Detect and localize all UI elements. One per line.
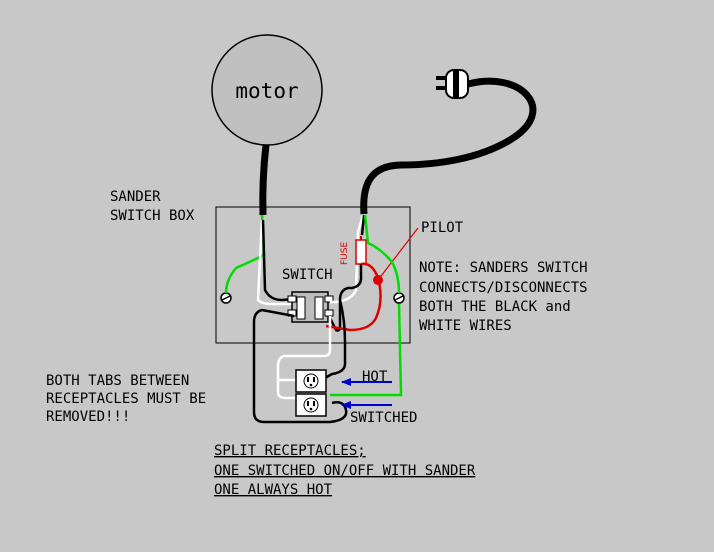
- pilot-wire: [325, 262, 382, 332]
- switch-box: [215, 206, 411, 344]
- receptacle-bottom-icon: [295, 393, 327, 417]
- switched-label: SWITCHED: [350, 410, 417, 426]
- ground-screw-left-icon: [220, 292, 232, 304]
- plug-icon: [436, 69, 469, 99]
- motor-label: motor: [235, 79, 298, 103]
- motor-white-wire: [256, 219, 294, 306]
- motor-circle: [211, 34, 323, 146]
- note-block: NOTE: SANDERS SWITCH CONNECTS/DISCONNECT…: [419, 260, 588, 334]
- switched-black-wire: [328, 264, 363, 332]
- tabs-line: BOTH TABS BETWEEN: [46, 373, 189, 389]
- split-line: ONE ALWAYS HOT: [214, 482, 333, 498]
- pilot-leader-line: [377, 227, 419, 281]
- supply-black-wire: [360, 214, 366, 236]
- switch-icon: [287, 291, 334, 323]
- motor-cord: [259, 144, 270, 216]
- split-line: SPLIT RECEPTACLES;: [214, 443, 366, 459]
- tabs-warning: BOTH TABS BETWEEN RECEPTACLES MUST BE RE…: [46, 373, 206, 425]
- ground-screw-right-icon: [393, 292, 405, 304]
- receptacle-top-icon: [295, 369, 327, 393]
- fuse-icon: [355, 236, 367, 265]
- split-line: ONE SWITCHED ON/OFF WITH SANDER: [214, 463, 476, 479]
- switch-label: SWITCH: [282, 267, 333, 283]
- note-line: WHITE WIRES: [419, 318, 512, 334]
- pilot-label: PILOT: [421, 220, 464, 236]
- power-cord: [360, 77, 537, 215]
- hot-label: HOT: [362, 369, 388, 385]
- note-line: BOTH THE BLACK and: [419, 299, 571, 315]
- supply-white-wire: [330, 214, 365, 304]
- fuse-label: FUSE: [340, 242, 350, 265]
- motor-ground-wire: [224, 214, 266, 294]
- box-label-line1: SANDER: [110, 189, 161, 205]
- note-line: NOTE: SANDERS SWITCH: [419, 260, 588, 276]
- tabs-line: RECEPTACLES MUST BE: [46, 391, 206, 407]
- motor-black-wire: [261, 219, 295, 302]
- split-note: SPLIT RECEPTACLES; ONE SWITCHED ON/OFF W…: [214, 443, 476, 498]
- box-label-line2: SWITCH BOX: [110, 208, 195, 224]
- tabs-line: REMOVED!!!: [46, 409, 130, 425]
- receptacle-white-wire: [276, 316, 332, 400]
- supply-ground-wire: [330, 214, 403, 397]
- note-line: CONNECTS/DISCONNECTS: [419, 280, 588, 296]
